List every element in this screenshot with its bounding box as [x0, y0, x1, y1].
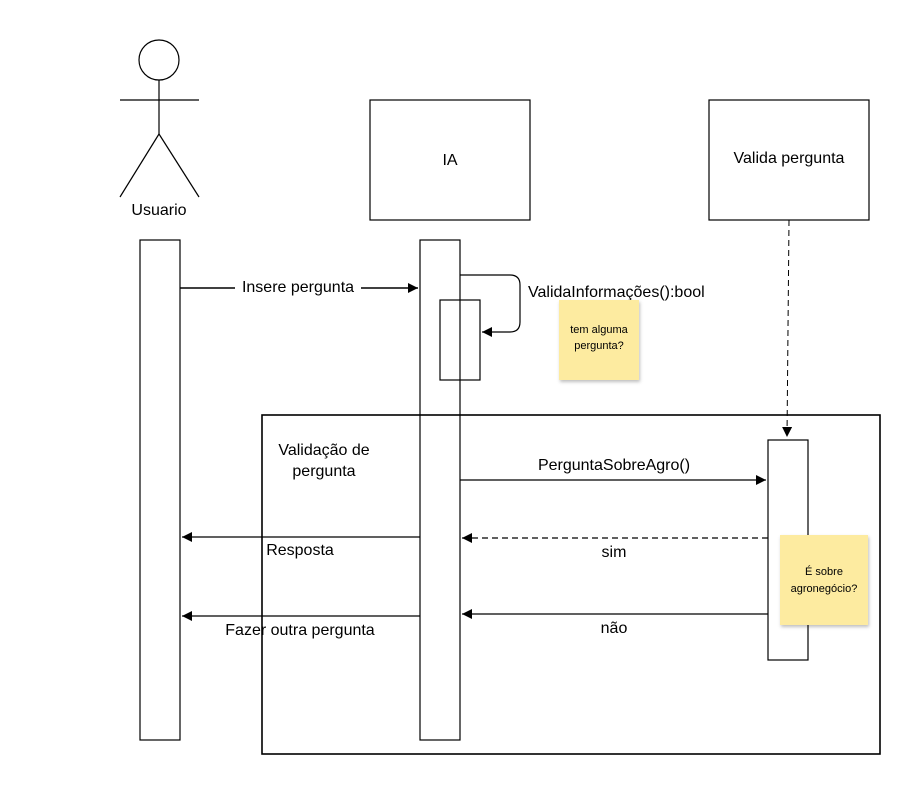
message-self-call-arrow	[460, 274, 521, 337]
note-2-line2: agronegócio?	[791, 583, 858, 595]
activation-ia-self	[439, 299, 481, 381]
activation-usuario	[139, 239, 181, 741]
actor-usuario-icon	[119, 39, 200, 198]
note-1-line2: pergunta?	[574, 340, 624, 352]
message-insere-bg	[235, 276, 361, 296]
note-1	[559, 300, 639, 380]
message-self-call-label: ValidaInformações():bool	[528, 284, 705, 301]
note-2-line1: É sobre	[805, 565, 843, 578]
note-2	[780, 535, 868, 625]
message-insere-label: Insere pergunta	[242, 279, 354, 296]
note-1-line1: tem alguma	[570, 324, 628, 336]
message-resposta-label: Resposta	[266, 542, 334, 559]
actor-usuario-label: Usuario	[131, 202, 186, 219]
participant-ia-label: IA	[442, 152, 457, 169]
activation-ia	[419, 239, 461, 741]
message-fazer-outra-label: Fazer outra pergunta	[225, 622, 375, 639]
participant-ia-box	[369, 99, 531, 221]
message-nao-label: não	[601, 620, 628, 637]
participant-valida-label: Valida pergunta	[734, 150, 845, 167]
fragment-label-line2: pergunta	[292, 463, 355, 480]
fragment-label-line1: Validação de	[278, 442, 369, 459]
message-sim-label: sim	[602, 544, 627, 561]
lifeline-valida	[782, 219, 793, 438]
message-pergunta-agro-label: PerguntaSobreAgro()	[538, 457, 690, 474]
fragment-box	[261, 414, 881, 755]
